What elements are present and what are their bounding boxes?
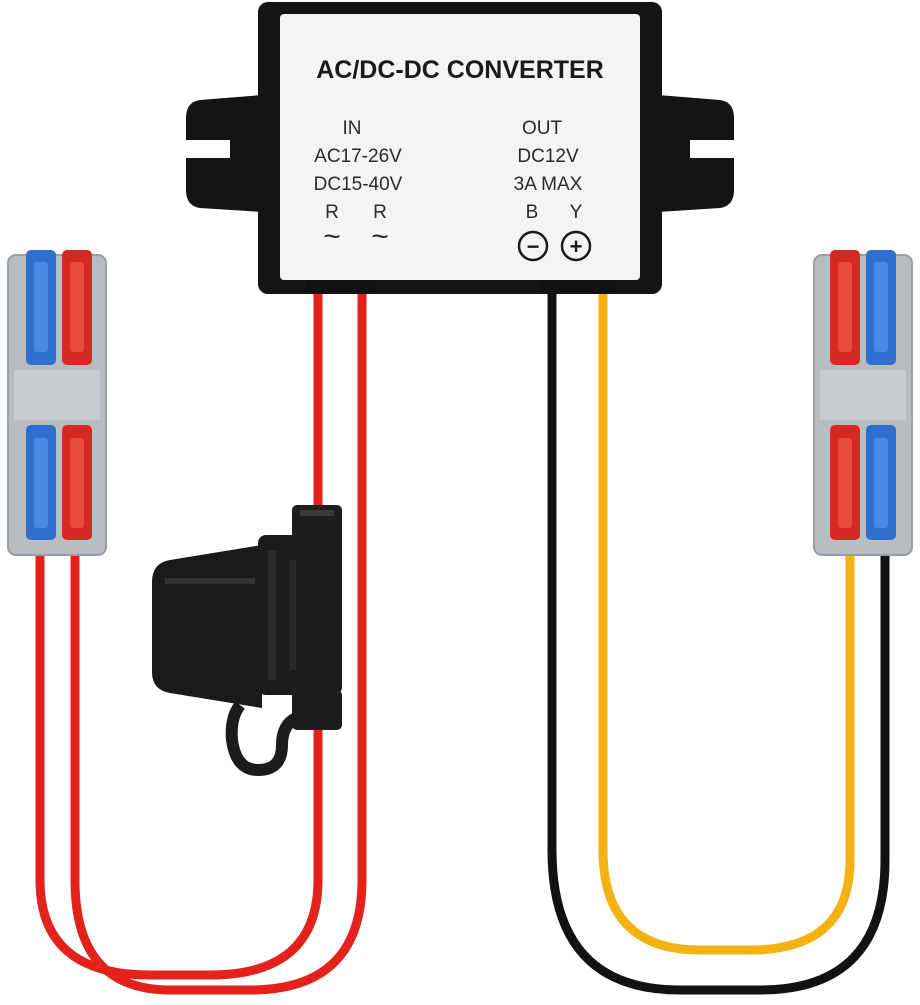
label-title: AC/DC-DC CONVERTER — [316, 56, 604, 84]
red-input-wires — [35, 277, 367, 995]
label-face — [280, 14, 640, 280]
output-current: 3A MAX — [514, 174, 583, 195]
left-lever-connector — [7, 250, 107, 556]
svg-text:−: − — [527, 234, 540, 259]
input-wire-label-1: R — [325, 202, 339, 223]
ac-symbol-2: ~ — [371, 220, 389, 253]
output-voltage: DC12V — [517, 146, 579, 167]
right-lever-connector — [813, 250, 913, 556]
minus-icon: − — [517, 230, 549, 262]
input-dc-range: DC15-40V — [314, 174, 403, 195]
input-heading: IN — [343, 118, 362, 139]
black-wire — [547, 277, 890, 995]
output-wire-label-pos: Y — [570, 202, 583, 223]
ac-symbol-1: ~ — [323, 220, 341, 253]
plus-icon: + — [560, 230, 592, 262]
output-wire-label-neg: B — [526, 202, 539, 223]
output-wires — [547, 277, 890, 995]
input-ac-range: AC17-26V — [314, 146, 402, 167]
input-wire-label-2: R — [373, 202, 387, 223]
red-wire-direct — [70, 277, 367, 995]
output-heading: OUT — [522, 118, 563, 139]
svg-text:+: + — [570, 234, 583, 259]
yellow-wire — [598, 277, 855, 955]
spec-label: AC/DC-DC CONVERTER IN AC17-26V DC15-40V … — [280, 14, 640, 280]
red-wire-fused — [35, 277, 323, 980]
inline-fuse-holder — [152, 505, 342, 777]
